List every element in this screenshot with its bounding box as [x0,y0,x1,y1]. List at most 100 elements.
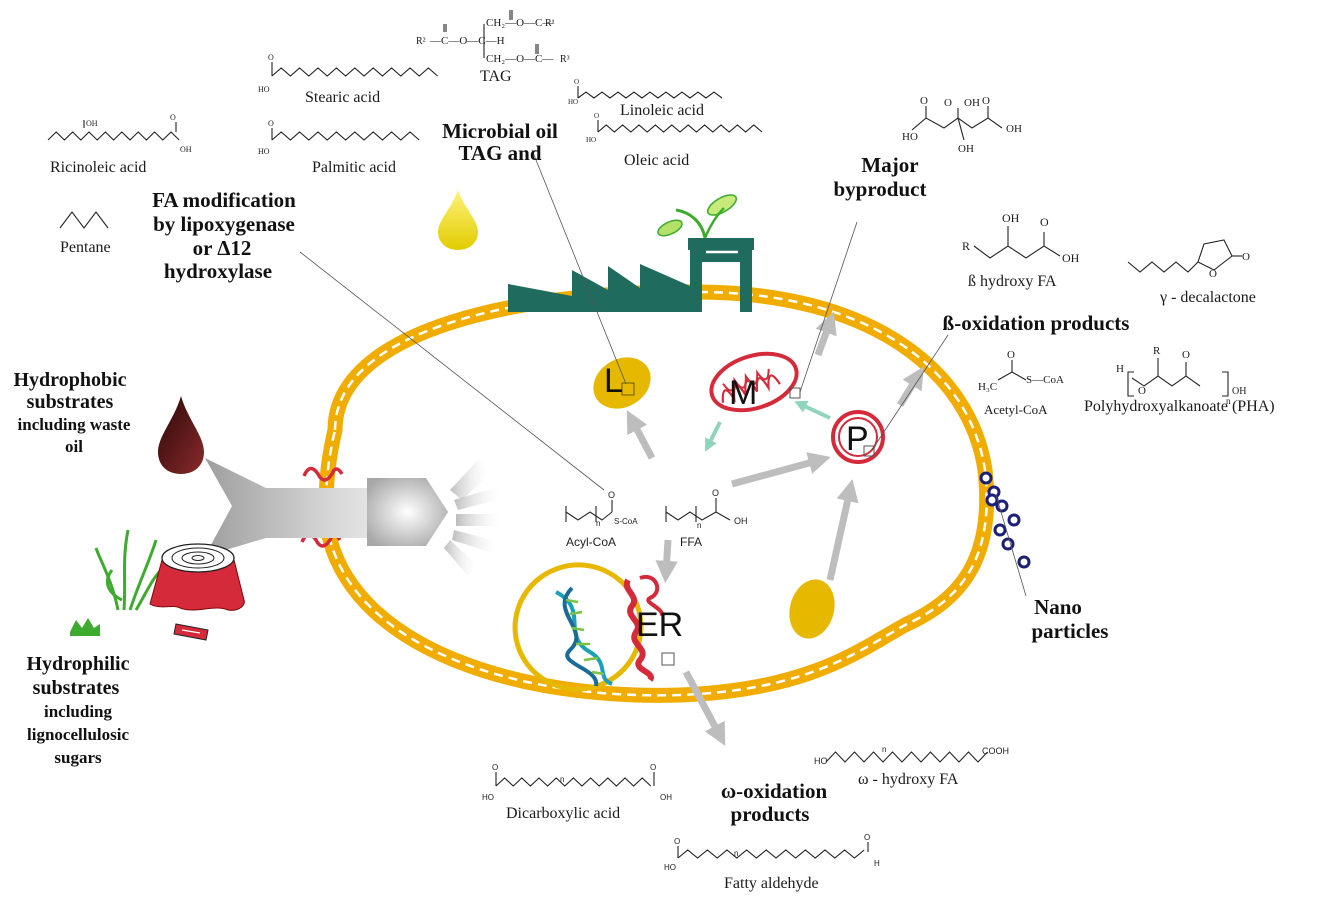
pha-oh: OH [1232,386,1246,397]
factory-icon [508,194,754,312]
oleic-ho: HO [586,136,596,144]
acyl-n: n [596,519,600,528]
wood-chip-icon [173,623,209,641]
oleic-acid-structure: HO O Oleic acid [586,112,763,169]
ffa-label: FFA [680,535,702,549]
decalactone-o: O [1242,251,1250,263]
pha-h: H [1116,363,1124,375]
omega-hydroxy-fa-label: ω - hydroxy FA [858,771,959,788]
acetyl-coa-structure: H₃C O S—CoA Acetyl-CoA [978,349,1064,417]
acetyl-coa-label: Acetyl-CoA [984,402,1048,417]
beta-oh-end: OH [1062,251,1080,265]
dispersion-rays [444,460,504,576]
uptake-pentagon-arrow [367,478,448,546]
decalactone-label: γ - decalactone [1159,289,1256,306]
nanoparticle [979,471,993,485]
linoleic-acid-structure: HO O Linoleic acid [568,78,723,119]
hydrophilic-heading-3: including [44,702,113,721]
beta-r: R [962,239,970,253]
ricinoleic-label: Ricinoleic acid [50,159,146,176]
acyl-scoa: S-CoA [614,517,638,526]
dicarboxylic-acid-structure: HO O n O OH Dicarboxylic acid [482,763,672,822]
omega-cooh: COOH [982,746,1009,756]
byproduct-heading: byproduct [834,177,927,201]
ricinoleic-o: O [170,113,176,122]
acyl-coa-label: Acyl-CoA [566,535,616,549]
aldehyde-h: H [874,859,880,868]
palmitic-ho: HO [258,147,270,156]
nanoparticles [979,471,1031,569]
ricinoleic-acid-oh: OH [180,145,192,154]
citric-o-1: O [920,95,928,107]
fatty-aldehyde-structure: HO O n O H Fatty aldehyde [664,833,880,892]
tree-stump-icon [149,543,245,611]
tag-r3: R³ [560,54,570,65]
mitochondrion [709,351,801,413]
nanoparticle [985,493,999,507]
internal-arrows [626,311,924,746]
dicarb-n: n [560,775,564,784]
beta-o: O [1040,215,1049,229]
lipid-droplet [789,579,835,639]
major-heading: Major [861,153,918,177]
uptake-arrow [205,458,420,556]
nanoparticle [993,523,1007,537]
omega-n: n [882,745,886,754]
linoleic-ho: HO [568,98,578,106]
oleic-o: O [594,112,599,120]
fa-modification-heading-3: or Δ12 [193,236,252,260]
citric-oh-right: OH [1006,123,1022,135]
citric-o-2: O [944,97,952,109]
mitochondrion-letter: M [729,374,757,412]
green-arrows [705,400,831,452]
acetyl-o: O [1007,349,1015,361]
hydrophilic-heading-1: Hydrophilic [27,653,130,675]
omega-ho: HO [814,756,828,766]
beta-hydroxy-fa-label: ß hydroxy FA [968,273,1057,290]
stearic-acid-structure: HO O Stearic acid [258,53,438,106]
stearic-o: O [268,53,274,62]
peroxisome-letter: P [846,420,869,458]
acyl-o: O [608,490,615,500]
aldehyde-o-left: O [674,837,680,846]
sprout-icon [657,194,738,239]
pha-structure: H O R O OH n Polyhydroxyalkanoate (PHA) [1084,345,1275,415]
tag-label: TAG [480,68,512,85]
ffa-oh: OH [734,516,748,526]
hydrophilic-heading-4: lignocellulosic [27,725,129,744]
citric-acid-structure: HO O O OH O OH OH [902,95,1022,155]
aldehyde-n: n [734,849,738,858]
pha-label: Polyhydroxyalkanoate (PHA) [1084,398,1275,415]
hydrophilic-heading-5: sugars [54,748,102,767]
omega-oxidation-heading-1: ω-oxidation [721,779,828,803]
beta-oh-top: OH [1002,211,1020,225]
palmitic-label: Palmitic acid [312,159,396,176]
hydrophobic-heading-3: including waste [18,415,131,434]
nucleus [512,562,644,692]
pha-r: R [1153,345,1161,357]
tag-r1: R¹ [545,18,555,29]
nanoparticle [1001,537,1015,551]
dicarb-o-left: O [492,763,498,772]
stearic-label: Stearic acid [305,89,380,106]
ffa-n: n [697,521,701,530]
waste-oil-drop [158,396,204,474]
lipid-body [593,357,651,409]
palmitic-acid-structure: HO O Palmitic acid [258,119,420,176]
fa-modification-heading-2: by lipoxygenase [153,212,295,236]
fatty-aldehyde-label: Fatty aldehyde [724,875,819,892]
ffa-structure: O OH n FFA [665,488,748,549]
acetyl-scoa: S—CoA [1026,374,1064,386]
fa-modification-heading-1: FA modification [152,188,296,212]
tag-ch2-top: CH₂—O—C— [486,17,554,29]
er-letter: ER [636,606,683,644]
linoleic-o: O [574,78,579,86]
dicarboxylic-label: Dicarboxylic acid [506,805,620,822]
beta-oxidation-heading: ß-oxidation products [943,311,1130,335]
dicarb-o-right: O [650,763,656,772]
decalactone-o-ring: O [1209,268,1217,280]
stearic-ho: HO [258,85,270,94]
dicarb-ho: HO [482,793,494,802]
tag-r2: R² [416,36,426,47]
